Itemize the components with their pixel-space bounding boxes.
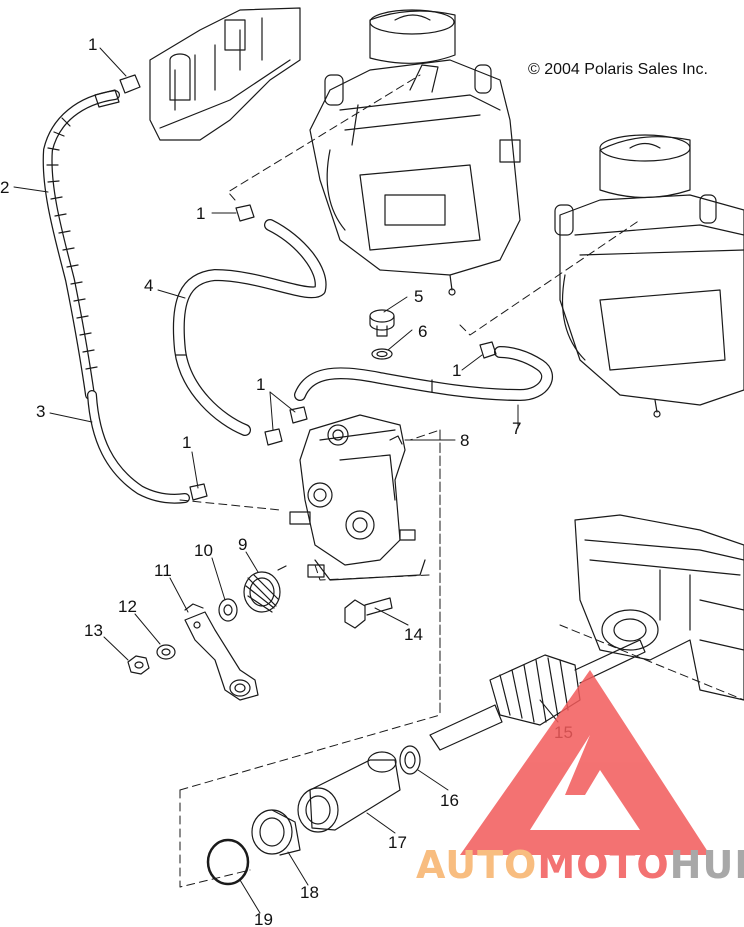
washer-10	[218, 598, 238, 622]
callout-label-17: 17	[388, 833, 407, 852]
engine-head-top	[149, 7, 301, 141]
o-ring-19	[206, 838, 250, 886]
washer-6	[371, 348, 393, 360]
seal-16	[399, 745, 421, 775]
callout-label-4: 4	[144, 276, 153, 295]
watermark-triangle-icon	[460, 670, 710, 855]
callout-label-12: 12	[118, 597, 137, 616]
hose-7	[294, 346, 553, 401]
callout-label-7: 7	[512, 419, 521, 438]
watermark-text-hub: HUB	[670, 843, 744, 887]
bolt-14	[344, 597, 393, 629]
engine-case-lower	[574, 514, 744, 701]
callout-label-1-top: 1	[88, 35, 97, 54]
filter-17	[297, 751, 401, 833]
callout-label-6: 6	[418, 322, 427, 341]
callout-label-18: 18	[300, 883, 319, 902]
carburetor-upper	[309, 9, 521, 296]
banjo-bolt-5	[369, 309, 395, 337]
callout-label-1-carb: 1	[196, 204, 205, 223]
callout-label-8: 8	[460, 431, 469, 450]
callout-label-14: 14	[404, 625, 423, 644]
callout-label-5: 5	[414, 287, 423, 306]
bushing-18	[251, 809, 301, 856]
hose-4	[172, 219, 327, 436]
copyright-notice: © 2004 Polaris Sales Inc.	[528, 61, 708, 78]
callout-label-16: 16	[440, 791, 459, 810]
watermark-text-moto: MOTO	[537, 843, 669, 887]
clamp-group	[119, 74, 497, 501]
hose-corrugated	[42, 89, 120, 400]
watermark-logo: AUTOMOTOHUB	[416, 670, 744, 887]
callout-label-1-pump: 1	[256, 375, 265, 394]
oil-pump	[289, 414, 426, 581]
callout-leaders	[13, 47, 559, 914]
dashed-reference-lines	[179, 74, 744, 888]
callout-label-1-right: 1	[452, 361, 461, 380]
carburetor-lower	[554, 134, 744, 418]
nut-13	[127, 655, 150, 675]
callout-label-2: 2	[0, 178, 9, 197]
lever-arm-11	[184, 603, 259, 701]
svg-text:AUTOMOTOHUB: AUTOMOTOHUB	[416, 843, 744, 887]
callout-label-11: 11	[154, 561, 172, 580]
callout-label-1-lower: 1	[182, 433, 191, 452]
watermark-text-auto: AUTO	[416, 843, 537, 887]
hose-3	[87, 390, 190, 504]
callout-label-13: 13	[84, 621, 103, 640]
callout-labels: 1 2 1 4 5 6 3 1 1 1 8 7 10 9 11 12 13 14…	[0, 35, 573, 927]
callout-label-3: 3	[36, 402, 45, 421]
callout-label-9: 9	[238, 535, 247, 554]
spring-9	[243, 565, 287, 613]
callout-label-10: 10	[194, 541, 213, 560]
washer-12	[156, 644, 176, 660]
callout-label-19: 19	[254, 910, 273, 927]
